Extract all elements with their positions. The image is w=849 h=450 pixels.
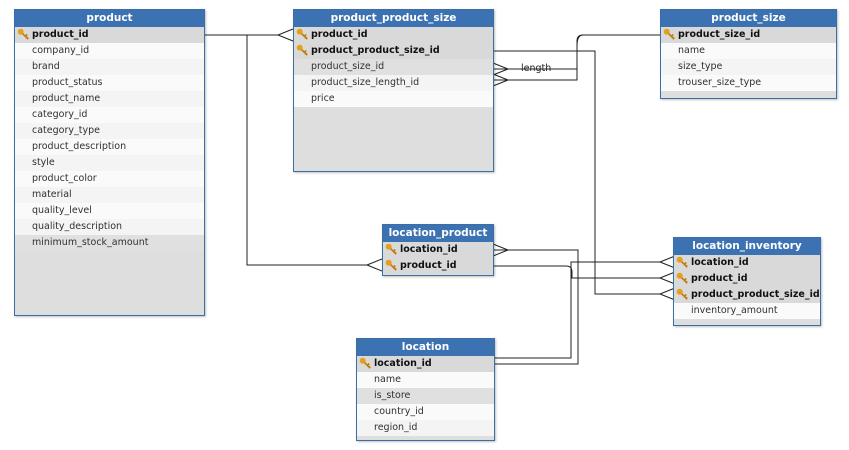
entity-location-product[interactable]: location_product location_id product_id [382,224,494,276]
entity-product-product-size[interactable]: product_product_size product_id product_… [293,9,494,172]
key-icon [385,243,397,255]
entity-title[interactable]: product_size [661,10,836,27]
rel-location-location-product [493,249,579,365]
field-pk[interactable]: product_id [674,271,820,287]
field-pk[interactable]: location_id [674,255,820,271]
field[interactable]: quality_level [15,203,204,219]
field-list: product_id company_id brand product_stat… [15,27,204,251]
rel-product-location-product [246,35,367,266]
entity-title[interactable]: location_inventory [674,238,820,255]
field[interactable]: material [15,187,204,203]
field[interactable]: product_name [15,91,204,107]
rel-pps-inventory [493,50,660,295]
crowfoot-inv-pps [659,287,676,301]
field-pk[interactable]: product_product_size_id [294,43,493,59]
entity-product[interactable]: product product_id company_id brand prod… [14,9,205,316]
field[interactable]: product_status [15,75,204,91]
entity-title[interactable]: location_product [383,225,493,242]
key-icon [676,288,688,300]
crowfoot-lp-location [492,243,509,257]
entity-location[interactable]: location location_id name is_store count… [356,338,495,441]
crowfoot-pps-length [492,73,509,87]
field[interactable]: style [15,155,204,171]
key-icon [296,44,308,56]
entity-product-size[interactable]: product_size product_size_id name size_t… [660,9,837,99]
entity-title[interactable]: product [15,10,204,27]
field[interactable]: product_color [15,171,204,187]
field[interactable]: is_store [357,388,494,404]
crowfoot-pps-size [492,62,509,76]
field-pk[interactable]: location_id [383,242,493,258]
field-pk[interactable]: product_id [15,27,204,43]
key-icon [385,259,397,271]
field[interactable]: price [294,91,493,107]
relationship-label-length: length [521,63,552,74]
crowfoot-inv-product [659,271,676,285]
key-icon [296,28,308,40]
field[interactable]: product_size_id [294,59,493,75]
field[interactable]: product_description [15,139,204,155]
rel-location-inventory [493,261,660,359]
field-list: location_id name is_store country_id reg… [357,356,494,436]
field[interactable]: country_id [357,404,494,420]
field-list: product_id product_product_size_id produ… [294,27,493,107]
entity-title[interactable]: product_product_size [294,10,493,27]
field-list: location_id product_id product_product_s… [674,255,820,319]
key-icon [676,272,688,284]
crowfoot-lp-product [366,258,383,272]
field[interactable]: size_type [661,59,836,75]
field[interactable]: name [661,43,836,59]
crowfoot-pps-product [277,28,294,42]
field-pk[interactable]: product_id [294,27,493,43]
entity-title[interactable]: location [357,339,494,356]
field[interactable]: quality_description [15,219,204,235]
field[interactable]: brand [15,59,204,75]
field[interactable]: name [357,372,494,388]
entity-location-inventory[interactable]: location_inventory location_id product_i… [673,237,821,326]
key-icon [359,357,371,369]
key-icon [663,28,675,40]
key-icon [17,28,29,40]
field[interactable]: category_type [15,123,204,139]
field[interactable]: trouser_size_type [661,75,836,91]
field[interactable]: minimum_stock_amount [15,235,204,251]
field-list: location_id product_id [383,242,493,274]
field[interactable]: inventory_amount [674,303,820,319]
field[interactable]: region_id [357,420,494,436]
rel-lp-inventory [493,265,660,279]
key-icon [676,256,688,268]
field-pk[interactable]: product_product_size_id [674,287,820,303]
crowfoot-inv-location [659,255,676,269]
field-pk[interactable]: product_size_id [661,27,836,43]
field-list: product_size_id name size_type trouser_s… [661,27,836,91]
field-pk[interactable]: location_id [357,356,494,372]
field-pk[interactable]: product_id [383,258,493,274]
field[interactable]: product_size_length_id [294,75,493,91]
field[interactable]: company_id [15,43,204,59]
field[interactable]: category_id [15,107,204,123]
